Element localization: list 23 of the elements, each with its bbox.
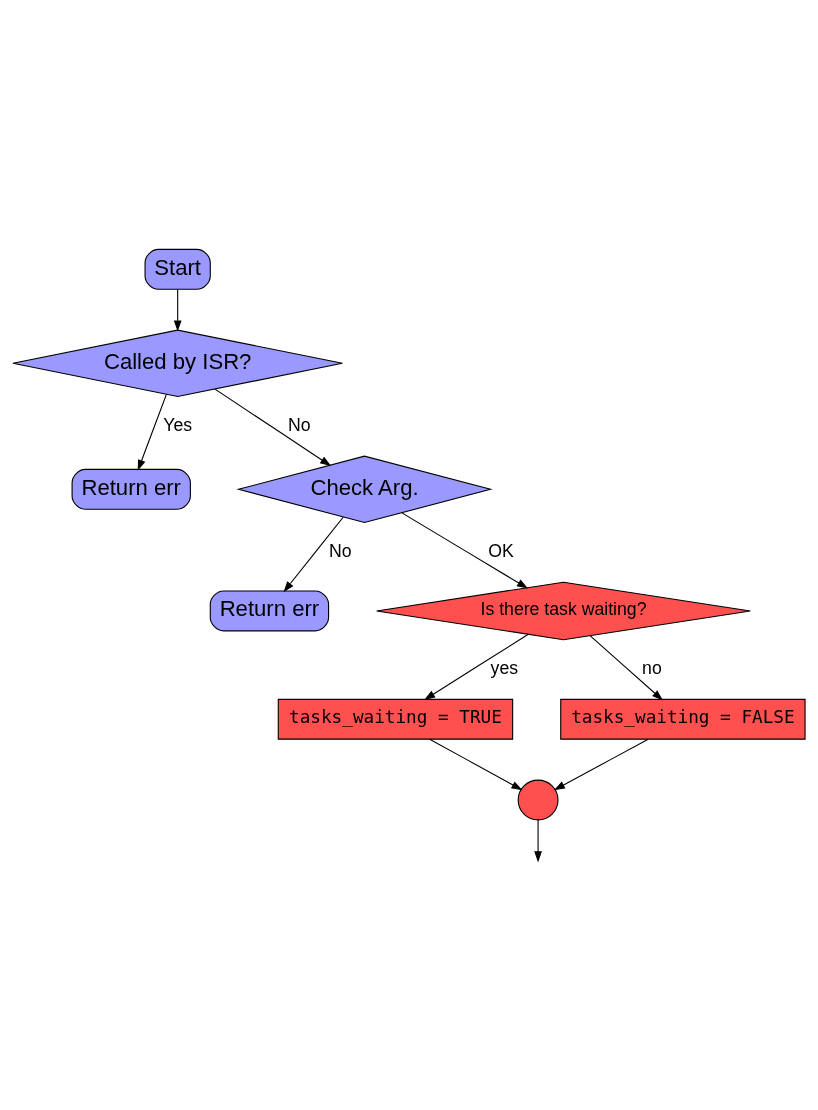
node-box: tasks_waiting = TRUE	[277, 698, 514, 740]
arrow	[553, 738, 649, 790]
arrow	[429, 738, 523, 790]
arrow	[534, 818, 542, 862]
node-circle	[517, 779, 559, 820]
arrow	[589, 634, 663, 700]
node-diamond: Called by ISR?	[12, 329, 343, 397]
edge-label: Yes	[163, 414, 193, 435]
node-box: Start	[144, 248, 211, 290]
arrow	[283, 516, 344, 592]
node-box: tasks_waiting = FALSE	[560, 698, 806, 740]
edge-label: No	[287, 414, 311, 435]
edge-label: OK	[488, 540, 514, 561]
arrow	[424, 633, 529, 700]
arrow	[401, 511, 528, 589]
edge-label: yes	[490, 657, 519, 678]
node-box: Return err	[71, 468, 191, 510]
arrow	[214, 388, 332, 466]
edge-label: no	[642, 657, 662, 678]
edge-label: No	[328, 540, 352, 561]
arrow	[137, 393, 167, 471]
node-box: Return err	[209, 589, 330, 631]
arrow	[173, 288, 182, 331]
